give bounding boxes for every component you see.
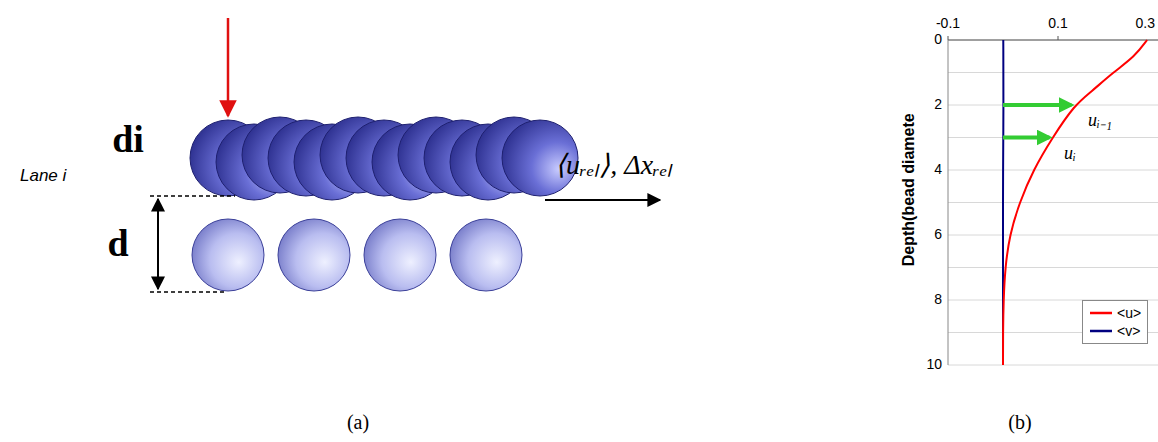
- grid-line: [948, 365, 1158, 366]
- u-curve: [1003, 40, 1147, 365]
- grid-line: [948, 235, 1158, 236]
- tick-label: 0: [934, 32, 942, 47]
- grid-line: [948, 72, 1158, 73]
- tick-label: 8: [934, 292, 942, 307]
- tick-label: 2: [934, 97, 942, 112]
- x-axis: [948, 39, 1158, 40]
- legend-row: <u>: [1089, 304, 1141, 322]
- bead: [278, 219, 350, 291]
- velocity-arrow: [1003, 103, 1071, 107]
- velocity-label: uᵢ: [1064, 144, 1076, 164]
- legend-text: <v>: [1117, 322, 1140, 340]
- panel-label: (b): [1008, 411, 1031, 433]
- bead: [192, 219, 264, 291]
- depth-arrow: [227, 18, 230, 116]
- tick-label: 0.1: [1048, 16, 1067, 31]
- velocity-label: ⟨uᵣₑₗ⟩, Δxᵣₑₗ: [555, 150, 672, 181]
- y-axis: [948, 40, 949, 365]
- dashed-line: [150, 291, 225, 292]
- grid-line: [948, 105, 1158, 106]
- profile-chart: [948, 36, 1158, 365]
- tick-label: 6: [934, 227, 942, 242]
- legend-row: <v>: [1089, 322, 1141, 340]
- tick-label: -0.1: [936, 16, 960, 31]
- tick-label: 0.3: [1136, 16, 1155, 31]
- bead-rows: [190, 117, 578, 291]
- depth-label: di: [112, 119, 144, 161]
- bead: [364, 219, 436, 291]
- flow-arrow: [545, 199, 660, 201]
- bead: [450, 219, 522, 291]
- legend-swatch: [1089, 307, 1113, 319]
- grid-line: [948, 202, 1158, 203]
- axis-title: Depth(bead diamete: [899, 114, 917, 267]
- panel-label: (a): [347, 411, 369, 433]
- legend: <u><v>: [1082, 300, 1148, 344]
- tick-label: 10: [926, 357, 942, 372]
- grid-line: [948, 170, 1158, 171]
- tick: [948, 36, 949, 40]
- tick-label: 4: [934, 162, 942, 177]
- spacing-arrow: [157, 199, 159, 289]
- legend-swatch: [1089, 325, 1113, 337]
- legend-text: <u>: [1117, 304, 1141, 322]
- grid-line: [948, 267, 1158, 268]
- velocity-label: uᵢ₋₁: [1088, 111, 1112, 131]
- lane-label: Lane i: [20, 167, 66, 186]
- grid-line: [948, 40, 1158, 41]
- tick: [1058, 36, 1059, 40]
- velocity-arrow: [1003, 136, 1049, 140]
- spacing-label: d: [107, 223, 128, 265]
- dashed-line: [150, 195, 235, 196]
